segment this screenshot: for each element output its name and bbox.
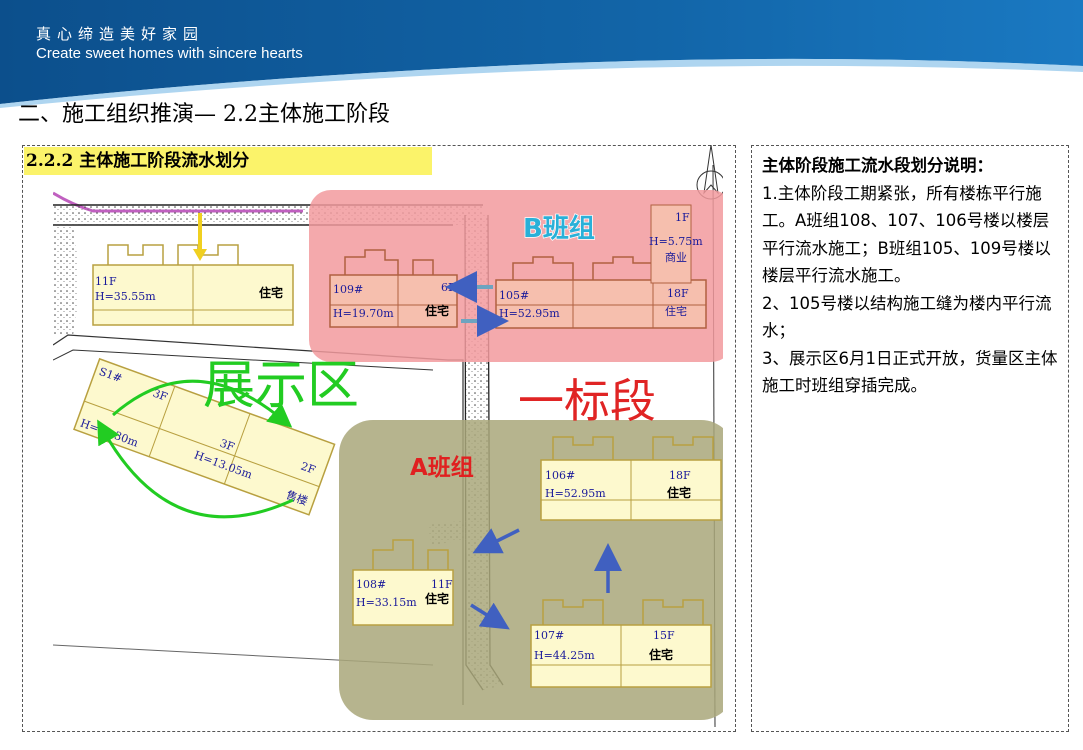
flow-arrow-a1-icon [472, 528, 520, 554]
svg-text:H=35.55m: H=35.55m [95, 290, 156, 303]
svg-text:109#: 109# [333, 283, 363, 296]
svg-text:H=44.25m: H=44.25m [534, 649, 595, 662]
building-106: 106# 18F H=52.95m 住宅 [540, 436, 722, 521]
building-107: 107# 15F H=44.25m 住宅 [530, 599, 712, 688]
description-panel [751, 145, 1069, 732]
zone-a-label: A班组 [410, 454, 474, 481]
zone-b-label: B班组 [523, 213, 595, 244]
svg-text:6F: 6F [441, 281, 456, 294]
svg-text:15F: 15F [653, 629, 675, 642]
svg-text:18F: 18F [667, 287, 689, 300]
page-title: 二、施工组织推演— 2.2主体施工阶段 [18, 102, 390, 127]
svg-text:1F: 1F [675, 211, 690, 224]
svg-text:H=52.95m: H=52.95m [499, 307, 560, 320]
display-area-label: 展示区 [203, 356, 359, 416]
svg-text:H=5.75m: H=5.75m [649, 235, 703, 248]
cycle-arrow-top-icon [112, 379, 293, 428]
building-108: 108# 11F H=33.15m 住宅 [352, 539, 454, 626]
section-heading: 2.2.2 主体施工阶段流水划分 [24, 147, 432, 175]
section-one-label: 一标段 [518, 374, 656, 428]
svg-text:106#: 106# [545, 469, 575, 482]
svg-text:H=19.70m: H=19.70m [333, 307, 394, 320]
svg-text:H=52.95m: H=52.95m [545, 487, 606, 500]
svg-text:住宅: 住宅 [665, 304, 687, 318]
svg-text:住宅: 住宅 [425, 591, 449, 606]
svg-text:2F: 2F [299, 460, 318, 477]
svg-text:105#: 105# [499, 289, 529, 302]
svg-text:107#: 107# [534, 629, 564, 642]
svg-text:住宅: 住宅 [667, 485, 691, 500]
svg-text:11F: 11F [95, 275, 117, 288]
description-text: 主体阶段施工流水段划分说明： 1.主体阶段工期紧张，所有楼栋平行施工。A班组10… [762, 152, 1060, 400]
description-title: 主体阶段施工流水段划分说明： [762, 156, 993, 175]
svg-text:11F: 11F [431, 578, 453, 591]
svg-text:3F: 3F [151, 387, 170, 404]
slogan-chinese: 真心缔造美好家园 [36, 25, 205, 43]
description-item-1: 1.主体阶段工期紧张，所有楼栋平行施工。A班组108、107、106号楼以楼层平… [762, 183, 1051, 286]
building-109: 109# 6F H=19.70m 住宅 [329, 249, 458, 328]
svg-text:住宅: 住宅 [649, 647, 673, 662]
svg-text:3F: 3F [218, 437, 237, 454]
description-item-3: 3、展示区6月1日正式开放，货量区主体施工时班组穿插完成。 [762, 348, 1058, 396]
building-105: 105# H=52.95m 1F H=5.75m 商业 18F 住宅 [495, 204, 707, 329]
building-left: 11F H=35.55m 住宅 [92, 244, 294, 326]
flow-arrow-a2-icon [470, 602, 510, 630]
svg-text:商业: 商业 [665, 250, 687, 264]
svg-text:18F: 18F [669, 469, 691, 482]
svg-text:H=33.15m: H=33.15m [356, 596, 417, 609]
svg-text:住宅: 住宅 [425, 303, 449, 318]
site-plan-map: 11F H=35.55m 住宅 109# 6F H=19.70m 住宅 105#… [53, 145, 723, 727]
site-plan-panel [22, 145, 736, 732]
slogan-english: Create sweet homes with sincere hearts [36, 45, 303, 62]
svg-text:108#: 108# [356, 578, 386, 591]
road-left [53, 225, 78, 335]
cycle-arrow-bottom-icon [97, 419, 294, 519]
description-item-2: 2、105号楼以结构施工缝为楼内平行流水； [762, 293, 1052, 341]
header-banner [0, 0, 1083, 108]
svg-text:住宅: 住宅 [259, 285, 283, 300]
